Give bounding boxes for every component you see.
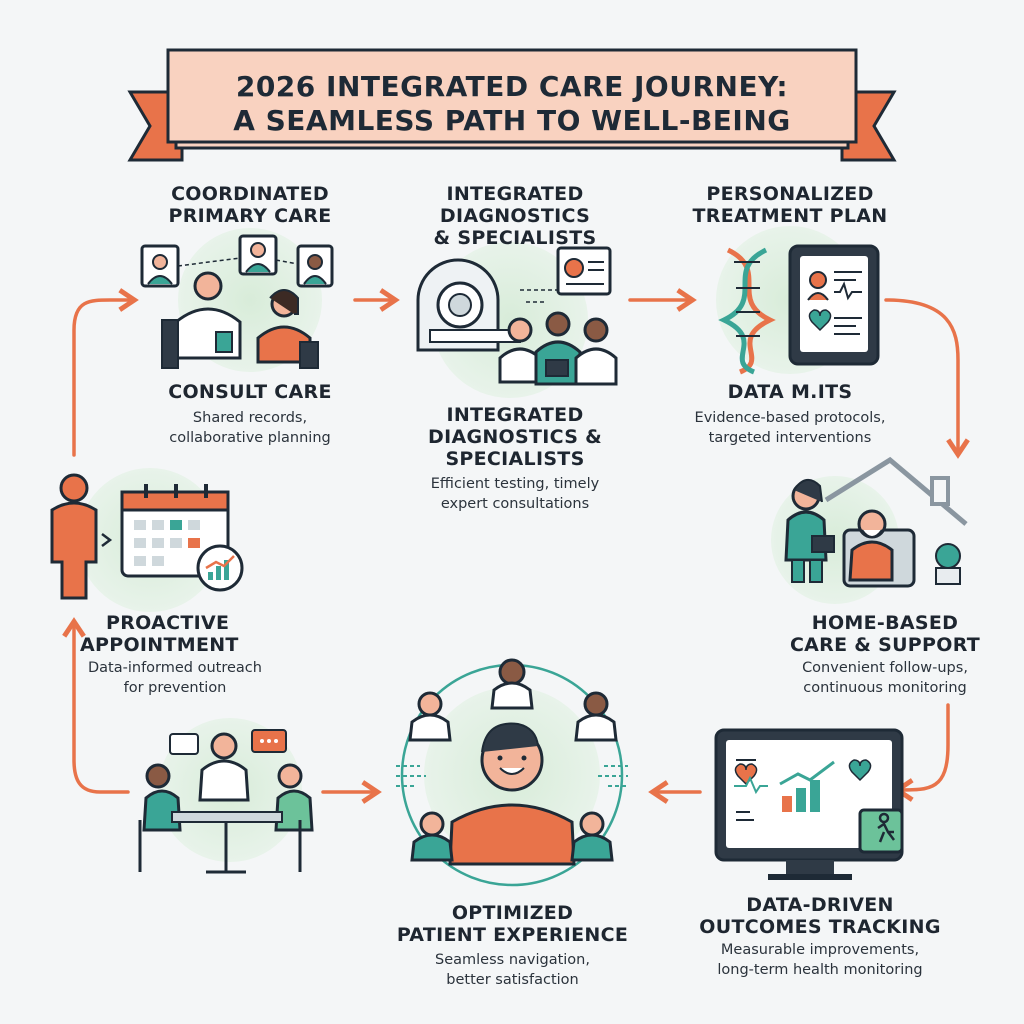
heading-line: PERSONALIZED [706, 183, 874, 205]
home-care-description: Convenient follow-ups, continuous monito… [760, 658, 1010, 698]
patient-heading: OPTIMIZED PATIENT EXPERIENCE [370, 902, 655, 946]
treatment-illustration [716, 226, 880, 375]
diagnostics-subheading: INTEGRATED DIAGNOSTICS & SPECIALISTS [380, 404, 650, 470]
heading-line: SPECIALISTS [445, 448, 585, 470]
appointment-description: Data-informed outreach for prevention [60, 658, 290, 698]
heading-line: INTEGRATED [446, 183, 584, 205]
outcomes-description: Measurable improvements, long-term healt… [670, 940, 970, 980]
primary-care-illustration [140, 228, 334, 372]
description-line: Seamless navigation, [435, 952, 590, 968]
arrow-meeting-to-appointment [62, 617, 130, 794]
arrow-home-to-outcomes [893, 703, 950, 802]
description-line: continuous monitoring [803, 680, 967, 696]
flow-arrows [62, 288, 970, 804]
heading-line: OUTCOMES TRACKING [699, 916, 941, 938]
title-line-2: A SEAMLESS PATH TO WELL-BEING [233, 104, 791, 137]
heading-line: TREATMENT PLAN [692, 205, 888, 227]
treatment-description: Evidence-based protocols, targeted inter… [650, 408, 930, 448]
arrow-appointment-to-primary [72, 288, 139, 457]
description-line: Shared records, [192, 410, 308, 426]
heading-line: PRIMARY CARE [168, 205, 332, 227]
description-line: collaborative planning [169, 430, 331, 446]
heading-line: COORDINATED [171, 183, 329, 205]
home-care-heading: HOME-BASED CARE & SUPPORT [760, 612, 1010, 656]
page-title: 2026 INTEGRATED CARE JOURNEY: A SEAMLESS… [180, 66, 844, 142]
heading-line: OPTIMIZED [451, 902, 574, 924]
team-meeting-illustration [138, 718, 314, 874]
dna-icon [718, 247, 776, 375]
description-line: Data-informed outreach [88, 660, 262, 676]
heading-line: PROACTIVE [106, 612, 230, 634]
plant-icon [935, 543, 961, 585]
outcomes-illustration [714, 728, 904, 880]
patient-description: Seamless navigation, better satisfaction [380, 950, 645, 990]
diagnostics-illustration [416, 242, 618, 398]
doctor-figure [193, 271, 223, 301]
description-line: Efficient testing, timely [430, 476, 600, 492]
person-icon [59, 473, 89, 503]
care-team-avatars [408, 658, 618, 862]
diagnostics-heading: INTEGRATED DIAGNOSTICS & SPECIALISTS [380, 183, 650, 249]
heading-line: DIAGNOSTICS & [428, 426, 602, 448]
speech-bubble-icon [169, 733, 199, 755]
heading-line: CARE & SUPPORT [789, 634, 981, 656]
patient-illustration [396, 658, 628, 887]
appointment-heading: PROACTIVE APPOINTMENT [60, 612, 280, 656]
home-care-illustration [771, 456, 968, 604]
arrow-treatment-to-home [884, 298, 970, 459]
treatment-subheading: DATA M.ITS [727, 381, 853, 403]
description-line: Measurable improvements, [720, 942, 920, 958]
description-line: targeted interventions [708, 430, 872, 446]
heading-line: DIAGNOSTICS [439, 205, 591, 227]
heading-line: PATIENT EXPERIENCE [396, 924, 629, 946]
description-line: Convenient follow-ups, [802, 660, 968, 676]
primary-care-subheading: CONSULT CARE [168, 381, 332, 403]
description-line: better satisfaction [446, 972, 579, 988]
outcomes-heading: DATA-DRIVEN OUTCOMES TRACKING [680, 894, 960, 938]
heading-line: DATA-DRIVEN [746, 894, 894, 916]
description-line: expert consultations [440, 496, 590, 512]
description-line: long-term health monitoring [717, 962, 923, 978]
title-banner [127, 48, 897, 162]
title-line-1: 2026 INTEGRATED CARE JOURNEY: [235, 70, 789, 103]
appointment-illustration [50, 468, 244, 612]
diagnostics-description: Efficient testing, timely expert consult… [380, 474, 650, 514]
heading-line: INTEGRATED [446, 404, 584, 426]
description-line: Evidence-based protocols, [694, 410, 886, 426]
description-line: for prevention [123, 680, 227, 696]
primary-care-heading: COORDINATED PRIMARY CARE [120, 183, 380, 227]
activity-icon [858, 808, 904, 854]
heading-line: HOME-BASED [811, 612, 959, 634]
treatment-heading: PERSONALIZED TREATMENT PLAN [660, 183, 920, 227]
heading-line: & SPECIALISTS [433, 227, 597, 249]
heading-line: APPOINTMENT [80, 634, 239, 656]
primary-care-description: Shared records, collaborative planning [110, 408, 390, 448]
